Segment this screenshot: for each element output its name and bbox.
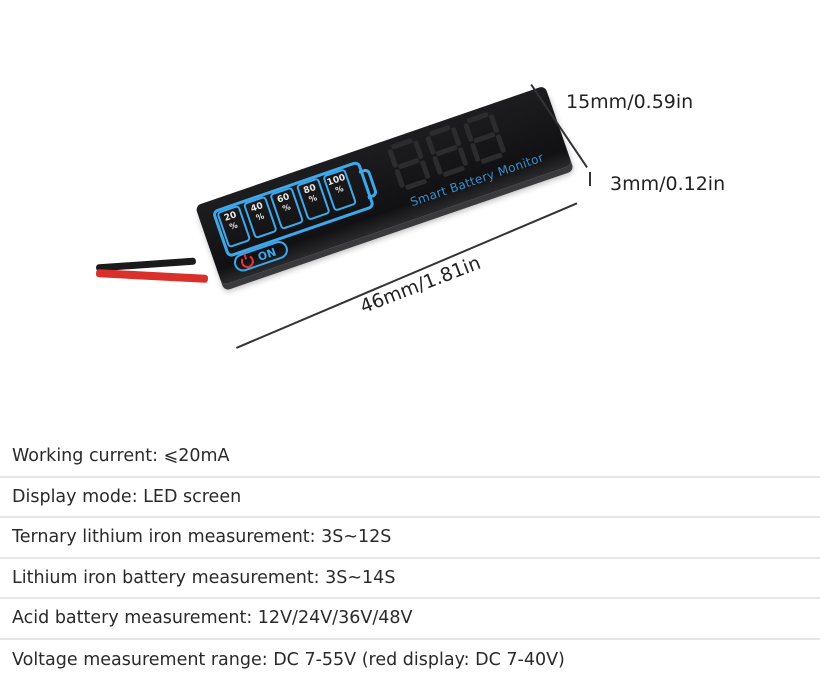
segment-digit — [424, 123, 470, 179]
spec-working-current: Working current: ⩽20mA — [0, 437, 820, 478]
thickness-dimension-label: 3mm/0.12in — [610, 173, 726, 195]
product-image: 20 % 40 % 60 % 80 % 100 % — [0, 0, 830, 430]
segment-digit — [462, 110, 508, 166]
thickness-dimension-line — [589, 172, 591, 186]
spec-acid-battery: Acid battery measurement: 12V/24V/36V/48… — [0, 599, 820, 640]
power-icon — [238, 252, 256, 270]
spec-ternary-lithium: Ternary lithium iron measurement: 3S~12S — [0, 518, 820, 559]
on-label: ON — [256, 245, 278, 264]
spec-display-mode: Display mode: LED screen — [0, 478, 820, 518]
spec-lithium-iron: Lithium iron battery measurement: 3S~14S — [0, 559, 820, 599]
spec-list: Working current: ⩽20mA Display mode: LED… — [0, 437, 820, 680]
width-dimension-label: 15mm/0.59in — [566, 91, 694, 113]
spec-voltage-range: Voltage measurement range: DC 7-55V (red… — [12, 649, 565, 670]
segment-digit — [386, 136, 432, 192]
battery-monitor-device: 20 % 40 % 60 % 80 % 100 % — [195, 85, 573, 286]
